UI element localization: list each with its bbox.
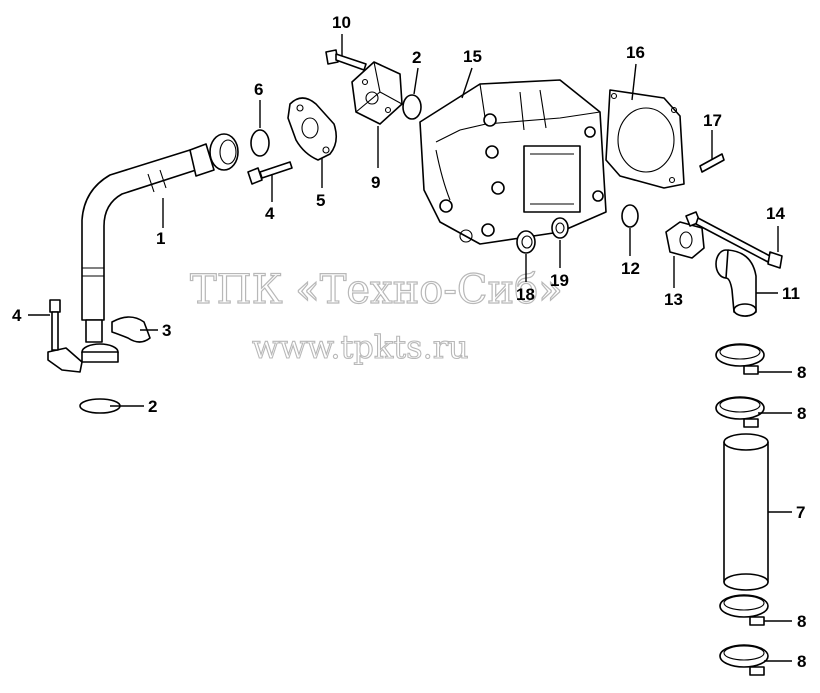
callout-8-d: 8 — [797, 652, 806, 671]
callout-19: 19 — [550, 271, 569, 290]
leader-lines — [28, 34, 792, 662]
part-19-washer — [551, 217, 569, 239]
callout-8-c: 8 — [797, 612, 806, 631]
part-8-hose-clamp-2 — [715, 396, 765, 428]
part-7-hose — [723, 433, 769, 591]
part-10-bolt — [325, 49, 367, 71]
callout-11: 11 — [782, 284, 800, 303]
part-15-hydraulic-pump — [419, 79, 607, 245]
part-4-bolt-lower — [49, 299, 61, 351]
callout-3: 3 — [162, 321, 171, 340]
part-8-hose-clamp-3 — [719, 594, 769, 626]
part-5-split-flange — [287, 97, 338, 161]
callout-numbers: 1 2 2 3 4 4 5 6 7 8 8 8 8 9 10 11 12 13 … — [12, 13, 806, 671]
part-3-flange-half — [111, 316, 151, 343]
part-8-hose-clamp-4 — [719, 644, 769, 676]
watermark-url: www.tpkts.ru — [252, 328, 469, 366]
callout-6: 6 — [254, 80, 263, 99]
callout-8-a: 8 — [797, 363, 806, 382]
part-9-adapter-plate — [351, 61, 403, 125]
callout-16: 16 — [626, 43, 645, 62]
part-4-flange-lower — [47, 347, 83, 373]
callout-12: 12 — [621, 259, 640, 278]
part-16-gasket — [605, 89, 685, 189]
callout-15: 15 — [463, 47, 482, 66]
part-11-elbow — [715, 249, 757, 317]
callout-17: 17 — [703, 111, 722, 130]
callout-2-bottom: 2 — [148, 397, 157, 416]
part-18-fitting — [516, 230, 536, 254]
part-17-pin — [699, 153, 725, 173]
part-13-flange — [665, 221, 705, 259]
callout-18: 18 — [516, 285, 535, 304]
callout-8-b: 8 — [797, 404, 806, 423]
callout-7: 7 — [796, 503, 805, 522]
part-14-bolt — [685, 211, 783, 269]
callout-10: 10 — [332, 13, 351, 32]
callout-13: 13 — [664, 290, 683, 309]
part-1-suction-pipe — [81, 133, 239, 363]
callout-9: 9 — [371, 173, 380, 192]
callout-2-top: 2 — [412, 48, 421, 67]
callout-5: 5 — [316, 191, 325, 210]
watermark-company: ТПК «Техно-Сиб» — [190, 267, 563, 313]
part-2-oring-top — [402, 94, 422, 120]
callout-14: 14 — [766, 204, 785, 223]
part-8-hose-clamp-1 — [715, 343, 765, 375]
part-12-oring — [621, 204, 639, 228]
part-6-oring — [250, 129, 270, 157]
part-4-bolt-upper — [247, 161, 293, 185]
callout-4-mid: 4 — [265, 204, 275, 223]
callout-1: 1 — [156, 229, 165, 248]
callout-4-left: 4 — [12, 306, 22, 325]
